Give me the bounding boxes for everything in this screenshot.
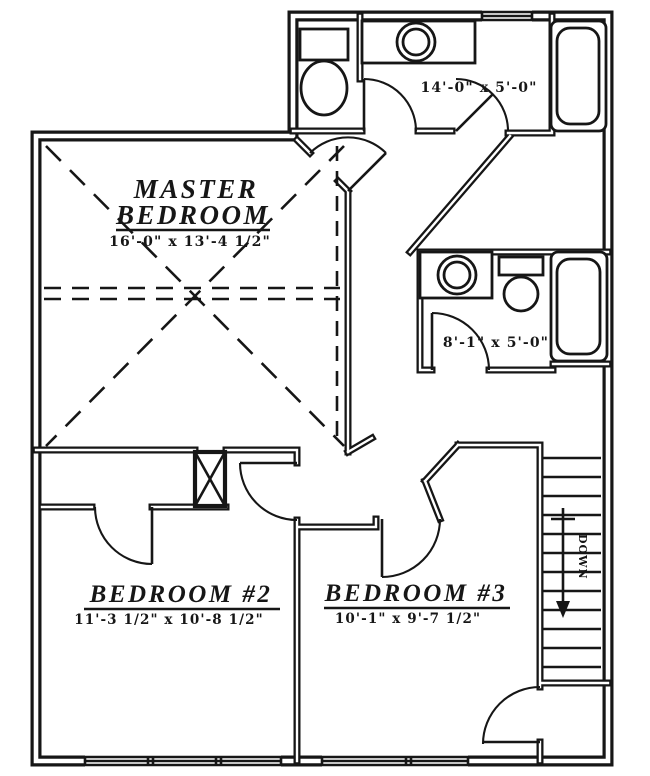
master-bedroom-label-line2: BEDROOM	[115, 200, 270, 230]
bathtub-icon	[549, 250, 609, 363]
sink-vanity-icon	[360, 19, 477, 65]
door-arc	[238, 462, 298, 522]
sink-vanity-icon	[418, 250, 494, 300]
stairs-down-label: DOWN	[576, 534, 589, 580]
toilet-icon	[497, 255, 545, 313]
door-arc	[93, 506, 153, 566]
window-icon	[480, 10, 534, 22]
bath-top-dims: 14'-0" x 5'-0"	[421, 80, 538, 96]
bedroom3-dims: 10'-1" x 9'-7 1/2"	[335, 611, 481, 627]
ceiling-dashed-lines	[44, 145, 345, 447]
door-arc	[481, 685, 541, 745]
window-icon	[83, 755, 470, 767]
down-arrow-icon	[551, 508, 575, 618]
door-arc	[431, 311, 491, 371]
master-bedroom-dims: 16'-0" x 13'-4 1/2"	[109, 234, 271, 250]
toilet-icon	[298, 27, 350, 117]
bedroom3-label: BEDROOM #3	[324, 580, 508, 607]
bathtub-icon	[549, 19, 608, 133]
door-arc	[363, 77, 418, 132]
stairs: DOWN	[543, 456, 601, 669]
bedroom2-dims: 11'-3 1/2" x 10'-8 1/2"	[74, 612, 263, 628]
windows	[83, 10, 534, 767]
exterior-walls	[30, 10, 614, 767]
bath-hall-dims: 8'-1" x 5'-0"	[443, 335, 549, 351]
door-arcs	[93, 77, 541, 745]
bedroom2-label: BEDROOM #2	[89, 581, 273, 608]
interior-walls	[32, 12, 612, 765]
chase-box	[192, 449, 228, 509]
door-arc	[309, 136, 387, 154]
labels: MASTER BEDROOM 16'-0" x 13'-4 1/2" 14'-0…	[74, 80, 549, 628]
door-arc	[381, 518, 442, 579]
master-bedroom-label-line1: MASTER	[133, 174, 259, 204]
